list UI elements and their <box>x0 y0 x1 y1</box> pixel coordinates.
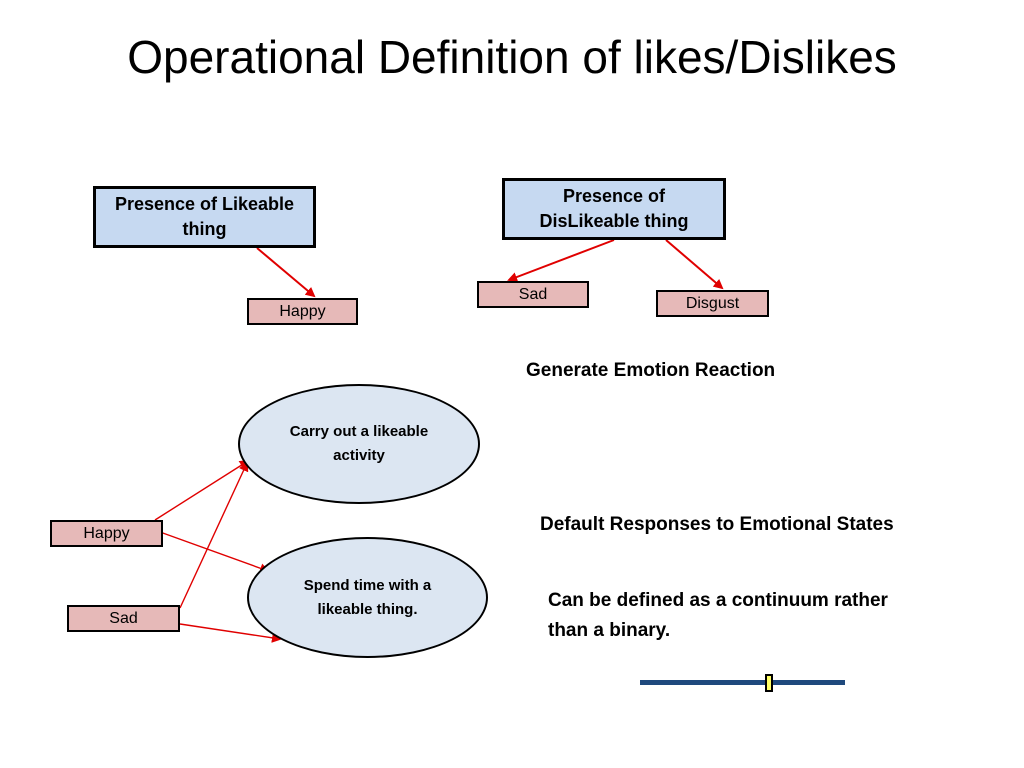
arrow-dislikeable-to-disgust <box>665 239 724 290</box>
arrow-likeable-to-happy <box>256 247 316 298</box>
likeable-time-ellipse: Spend time with a likeable thing. <box>247 537 488 658</box>
arrow-happy-to-activity <box>154 459 250 521</box>
arrow-dislikeable-to-sad <box>507 239 615 282</box>
bottom-sad-box: Sad <box>67 605 180 632</box>
top-sad-label: Sad <box>518 286 548 303</box>
likeable-time-label: Spend time with a likeable thing. <box>303 576 432 618</box>
dislikeable-trigger-label: Presence of DisLikeable thing <box>539 185 689 231</box>
arrow-sad-to-activity <box>179 461 249 609</box>
arrow-sad-to-time <box>179 623 282 643</box>
slide-title: Operational Definition of likes/Dislikes <box>127 31 897 83</box>
likeable-trigger-label: Presence of Likeable thing <box>114 193 295 239</box>
generate-emotion-label: Generate Emotion Reaction <box>526 360 776 381</box>
continuum-label: Can be defined as a continuum rather tha… <box>548 590 888 642</box>
likeable-activity-label: Carry out a likeable activity <box>289 423 429 464</box>
top-sad-box: Sad <box>477 281 589 308</box>
likeable-trigger-box: Presence of Likeable thing <box>93 186 316 248</box>
arrow-happy-to-time <box>159 531 270 573</box>
bottom-sad-label: Sad <box>109 609 138 627</box>
top-happy-box: Happy <box>247 298 358 325</box>
likeable-activity-ellipse: Carry out a likeable activity <box>238 384 480 504</box>
top-disgust-box: Disgust <box>656 290 769 317</box>
top-disgust-label: Disgust <box>685 294 740 312</box>
continuum-slider-thumb <box>765 674 774 692</box>
default-responses-label: Default Responses to Emotional States <box>540 514 894 535</box>
bottom-happy-label: Happy <box>83 524 130 542</box>
bottom-happy-box: Happy <box>50 520 163 547</box>
continuum-slider-track <box>640 680 845 685</box>
top-happy-label: Happy <box>279 302 326 320</box>
dislikeable-trigger-box: Presence of DisLikeable thing <box>502 178 726 240</box>
